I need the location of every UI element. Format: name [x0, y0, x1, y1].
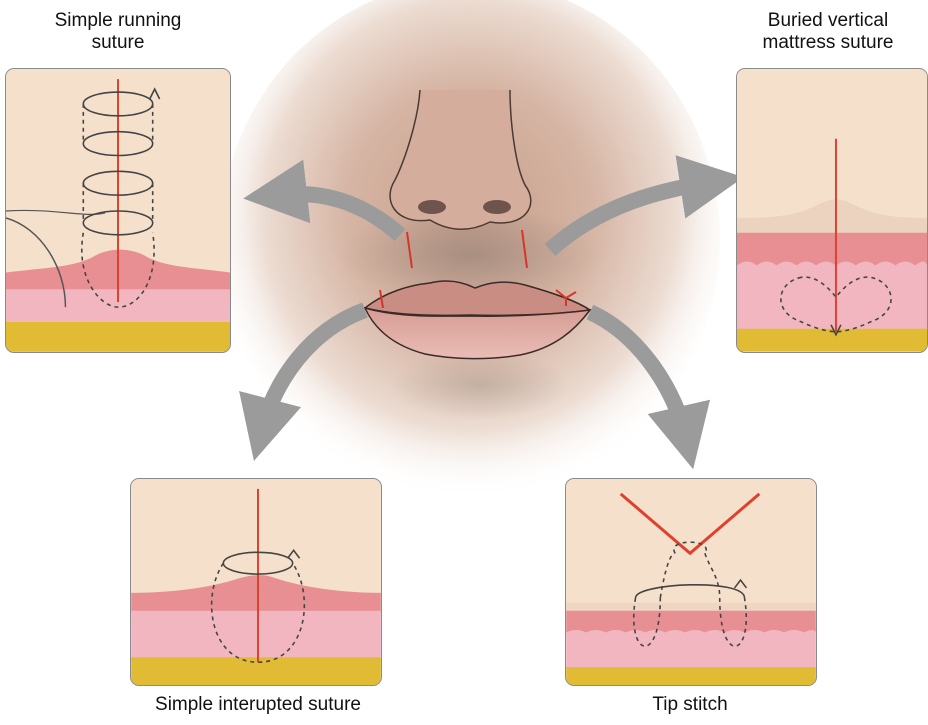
incision-right-upper [522, 230, 527, 268]
arrow-to-top-left [275, 194, 400, 235]
label-line: mattress suture [728, 32, 928, 54]
arrow-to-bottom-left [262, 310, 365, 430]
label-simple-interrupted-suture: Simple interupted suture [108, 694, 408, 716]
incision-left-lip [380, 290, 383, 308]
panel-tip-stitch [565, 478, 817, 686]
label-line: Simple running [18, 10, 218, 32]
buried-mattress-diagram [737, 69, 927, 352]
label-tip-stitch: Tip stitch [590, 694, 790, 716]
upper-lip [365, 281, 590, 315]
label-line: suture [18, 32, 218, 54]
lower-lip [365, 308, 590, 359]
panel-simple-interrupted-suture [130, 478, 382, 686]
nose [390, 90, 531, 229]
label-buried-vertical-mattress-suture: Buried vertical mattress suture [728, 10, 928, 54]
panel-simple-running-suture [5, 68, 231, 353]
label-line: Tip stitch [590, 694, 790, 716]
arrow-to-bottom-right [590, 312, 686, 438]
label-line: Simple interupted suture [108, 694, 408, 716]
arrow-to-top-right [550, 182, 712, 250]
face-glow [220, 0, 720, 500]
chin-shadow [390, 350, 570, 420]
label-simple-running-suture: Simple running suture [18, 10, 218, 54]
right-nostril [483, 200, 511, 214]
running-suture-diagram [6, 69, 230, 352]
panel-buried-vertical-mattress-suture [736, 68, 928, 353]
interrupted-suture-diagram [131, 479, 381, 685]
mustache-shadow [340, 205, 600, 305]
left-nostril [418, 200, 446, 214]
incision-right-lip [556, 290, 576, 306]
label-line: Buried vertical [728, 10, 928, 32]
tip-stitch-diagram [566, 479, 816, 685]
incision-left-upper [407, 232, 412, 268]
